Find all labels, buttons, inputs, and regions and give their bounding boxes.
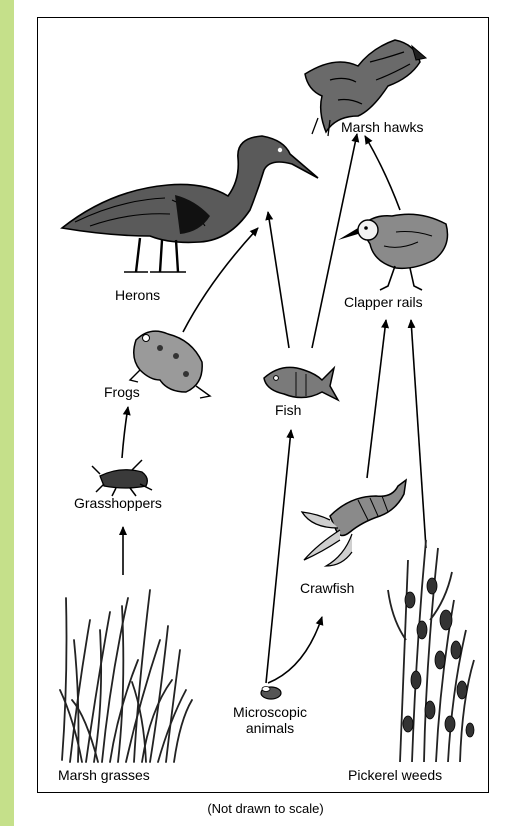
crawfish-illustration bbox=[302, 480, 406, 566]
frog-illustration bbox=[130, 331, 210, 398]
arrow-fish-to-herons bbox=[268, 212, 289, 348]
pickerel-weeds-illustration bbox=[388, 540, 474, 762]
microscopic-animals-label-line2: animals bbox=[215, 720, 325, 736]
fish-illustration bbox=[264, 367, 338, 400]
marsh-hawks-label: Marsh hawks bbox=[341, 119, 423, 135]
arrow-rails-to-marsh-hawks bbox=[365, 136, 400, 210]
grasshoppers-label: Grasshoppers bbox=[74, 495, 162, 511]
pickerel-weeds-label: Pickerel weeds bbox=[348, 767, 442, 783]
frogs-label: Frogs bbox=[104, 384, 140, 400]
arrow-frogs-to-herons bbox=[183, 228, 258, 332]
arrow-weeds-to-rails bbox=[411, 320, 426, 548]
arrow-microscopic-to-fish bbox=[266, 430, 291, 683]
arrow-crawfish-to-rails bbox=[367, 320, 386, 478]
clapper-rail-illustration bbox=[338, 214, 448, 290]
arrow-microscopic-to-crawfish bbox=[268, 617, 322, 683]
crawfish-label: Crawfish bbox=[300, 580, 354, 596]
herons-label: Herons bbox=[115, 287, 160, 303]
heron-illustration bbox=[62, 136, 318, 272]
not-to-scale-caption: (Not drawn to scale) bbox=[14, 801, 517, 816]
fish-label: Fish bbox=[275, 402, 301, 418]
marsh-grasses-label: Marsh grasses bbox=[58, 767, 150, 783]
arrow-grasshoppers-to-frogs bbox=[122, 407, 128, 458]
clapper-rails-label: Clapper rails bbox=[344, 294, 423, 310]
microscopic-animals-illustration bbox=[261, 687, 281, 700]
grasshopper-illustration bbox=[92, 460, 152, 496]
microscopic-animals-label: Microscopic animals bbox=[215, 704, 325, 736]
marsh-grasses-illustration bbox=[60, 590, 192, 762]
microscopic-animals-label-line1: Microscopic bbox=[215, 704, 325, 720]
arrow-fish-to-marsh-hawks bbox=[312, 134, 357, 348]
